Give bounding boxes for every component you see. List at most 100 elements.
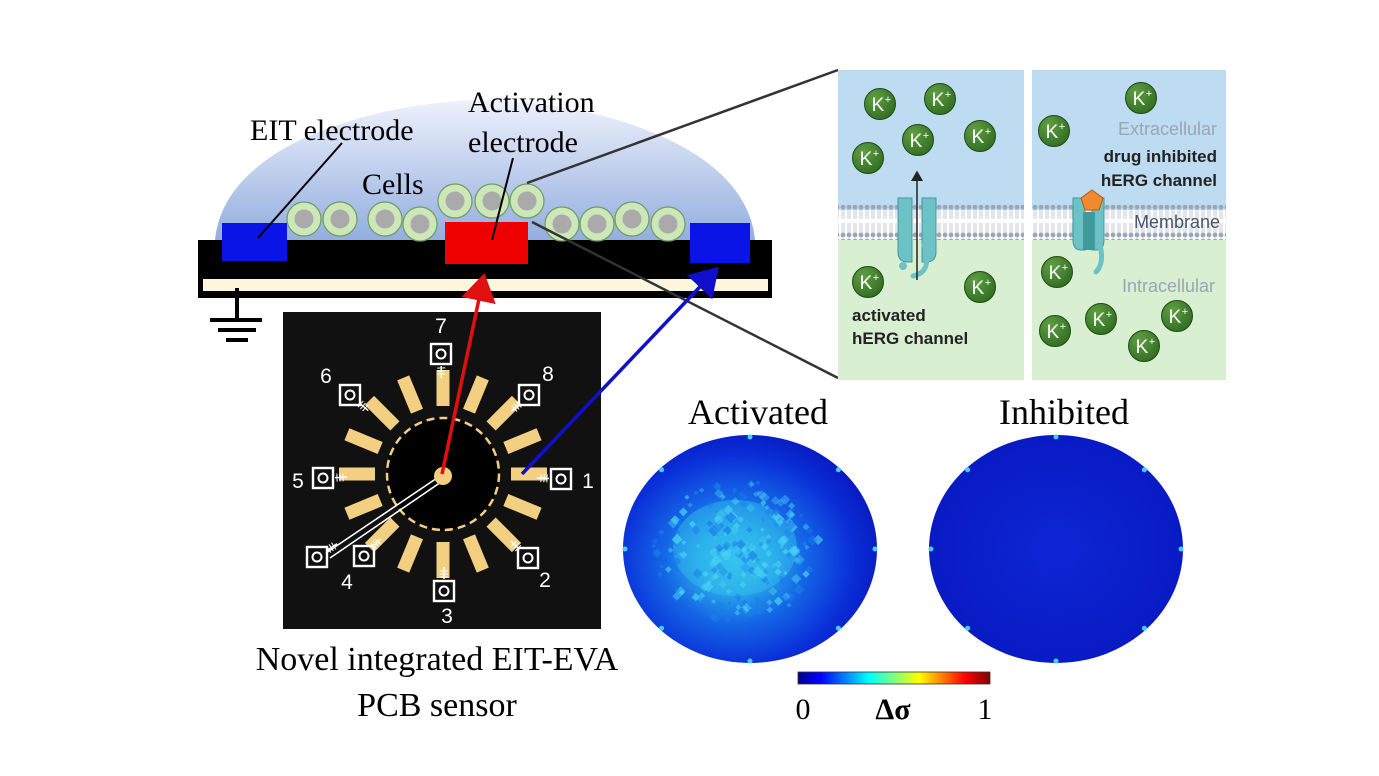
pcb-trace xyxy=(325,475,441,554)
potassium-ion-icon: K+ xyxy=(964,120,996,152)
activation-arrow xyxy=(440,273,496,475)
pcb-terminal: 5 xyxy=(292,466,348,493)
svg-text:K: K xyxy=(1046,122,1059,143)
potassium-ion-icon: K+ xyxy=(852,142,884,174)
potassium-ions: K+K+K+K+K+K+K+K+K+K+K+K+K+K+ xyxy=(852,82,1193,362)
pcb-pad xyxy=(511,467,547,481)
eit-electrode-arrow xyxy=(520,266,719,476)
pcb-pad xyxy=(339,467,375,481)
inhibited-channel-label-line2: hERG channel xyxy=(1101,171,1217,190)
membrane-panels: activated hERG channel drug inhibited hE… xyxy=(838,70,1226,380)
substrate-base xyxy=(203,279,768,291)
pcb-pad xyxy=(397,375,423,414)
cell xyxy=(650,206,686,242)
cell xyxy=(402,206,438,242)
svg-text:K: K xyxy=(1136,337,1149,358)
svg-text:K: K xyxy=(910,131,923,152)
activation-electrode-label-line1: Activation xyxy=(468,86,595,119)
inhibited-map-electrode-marks xyxy=(928,434,1184,664)
pcb-aux-terminal xyxy=(352,538,382,568)
svg-text:K: K xyxy=(872,95,885,116)
potassium-ion-icon: K+ xyxy=(924,83,956,115)
pcb-electrode-number: 6 xyxy=(320,365,332,388)
potassium-ion-icon: K+ xyxy=(902,124,934,156)
svg-text:+: + xyxy=(1106,309,1112,321)
pcb-electrode-number: 5 xyxy=(292,470,304,493)
pcb-pad xyxy=(463,534,489,573)
eit-reconstructions: Activated Inhibited 0 1 Δσ xyxy=(622,392,1184,726)
inhibited-conductivity-map xyxy=(928,434,1184,664)
pcb-pad xyxy=(397,534,423,573)
cells-label: Cells xyxy=(362,168,424,201)
cell xyxy=(437,183,473,219)
svg-text:K: K xyxy=(972,278,985,299)
svg-text:K: K xyxy=(1093,310,1106,331)
inhibited-channel-panel: drug inhibited hERG channel Extracellula… xyxy=(1032,70,1226,380)
potassium-ion-icon: K+ xyxy=(1038,115,1070,147)
eit-electrode-right xyxy=(690,223,750,263)
pcb-pad xyxy=(436,370,450,406)
cell-layer xyxy=(286,183,686,242)
activated-conductivity-map xyxy=(622,434,878,664)
svg-text:+: + xyxy=(1062,262,1068,274)
cell xyxy=(614,201,650,237)
cell xyxy=(579,206,615,242)
svg-text:+: + xyxy=(923,130,929,142)
svg-text:K: K xyxy=(932,90,945,111)
activation-electrode xyxy=(445,222,528,264)
pcb-pad xyxy=(436,542,450,578)
cell xyxy=(322,201,358,237)
pcb-pad xyxy=(503,428,542,454)
pcb-pad xyxy=(503,494,542,520)
cross-section-diagram: EIT electrode Activation electrode Cells xyxy=(198,68,839,380)
ground-symbol xyxy=(210,288,262,342)
svg-text:K: K xyxy=(1047,322,1060,343)
activation-electrode-label-line2: electrode xyxy=(468,126,578,159)
colorbar-min-label: 0 xyxy=(796,693,811,726)
activated-channel-panel: activated hERG channel xyxy=(838,70,1024,380)
pcb-caption-line1: Novel integrated EIT-EVA xyxy=(256,641,619,678)
zoom-line-top xyxy=(526,68,839,185)
colorbar-quantity-label: Δσ xyxy=(875,693,911,726)
svg-text:+: + xyxy=(873,148,879,160)
svg-text:+: + xyxy=(1146,88,1152,100)
potassium-ion-icon: K+ xyxy=(964,271,996,303)
inhibited-channel-label-line1: drug inhibited xyxy=(1104,147,1217,166)
pcb-electrode-number: 2 xyxy=(539,569,551,592)
pcb-terminal: 2 xyxy=(510,540,551,592)
activation-electrode-leader xyxy=(491,157,514,241)
pcb-trace xyxy=(329,479,445,559)
intracellular-label: Intracellular xyxy=(1122,276,1215,296)
svg-text:K: K xyxy=(860,273,873,294)
pcb-terminal: 7 xyxy=(429,315,453,379)
potassium-ion-icon: K+ xyxy=(1041,256,1073,288)
svg-text:+: + xyxy=(1182,306,1188,318)
svg-text:+: + xyxy=(945,89,951,101)
svg-text:+: + xyxy=(1060,321,1066,333)
colorbar: 0 1 Δσ xyxy=(796,671,993,726)
pcb-electrode-number: 7 xyxy=(435,315,447,338)
pcb-electrode-number: 4 xyxy=(341,571,353,594)
pcb-pad xyxy=(344,428,383,454)
pcb-electrode-number: 1 xyxy=(582,470,594,493)
pcb-pad xyxy=(463,375,489,414)
svg-text:+: + xyxy=(1149,336,1155,348)
membrane-label: Membrane xyxy=(1134,212,1220,232)
colorbar-max-label: 1 xyxy=(978,693,993,726)
drug-molecule-icon xyxy=(1080,189,1104,211)
potassium-ion-icon: K+ xyxy=(1125,82,1157,114)
potassium-ion-icon: K+ xyxy=(864,88,896,120)
activated-channel-label-line1: activated xyxy=(852,306,926,325)
svg-text:K: K xyxy=(1049,263,1062,284)
eit-electrode-left xyxy=(222,223,287,261)
cell xyxy=(286,201,322,237)
potassium-ion-icon: K+ xyxy=(1128,330,1160,362)
inhibited-herg-channel xyxy=(1072,189,1105,275)
eit-electrode-leader xyxy=(257,142,343,239)
pcb-center-electrode xyxy=(434,467,452,485)
svg-text:+: + xyxy=(1059,121,1065,133)
activated-channel-label-line2: hERG channel xyxy=(852,329,968,348)
